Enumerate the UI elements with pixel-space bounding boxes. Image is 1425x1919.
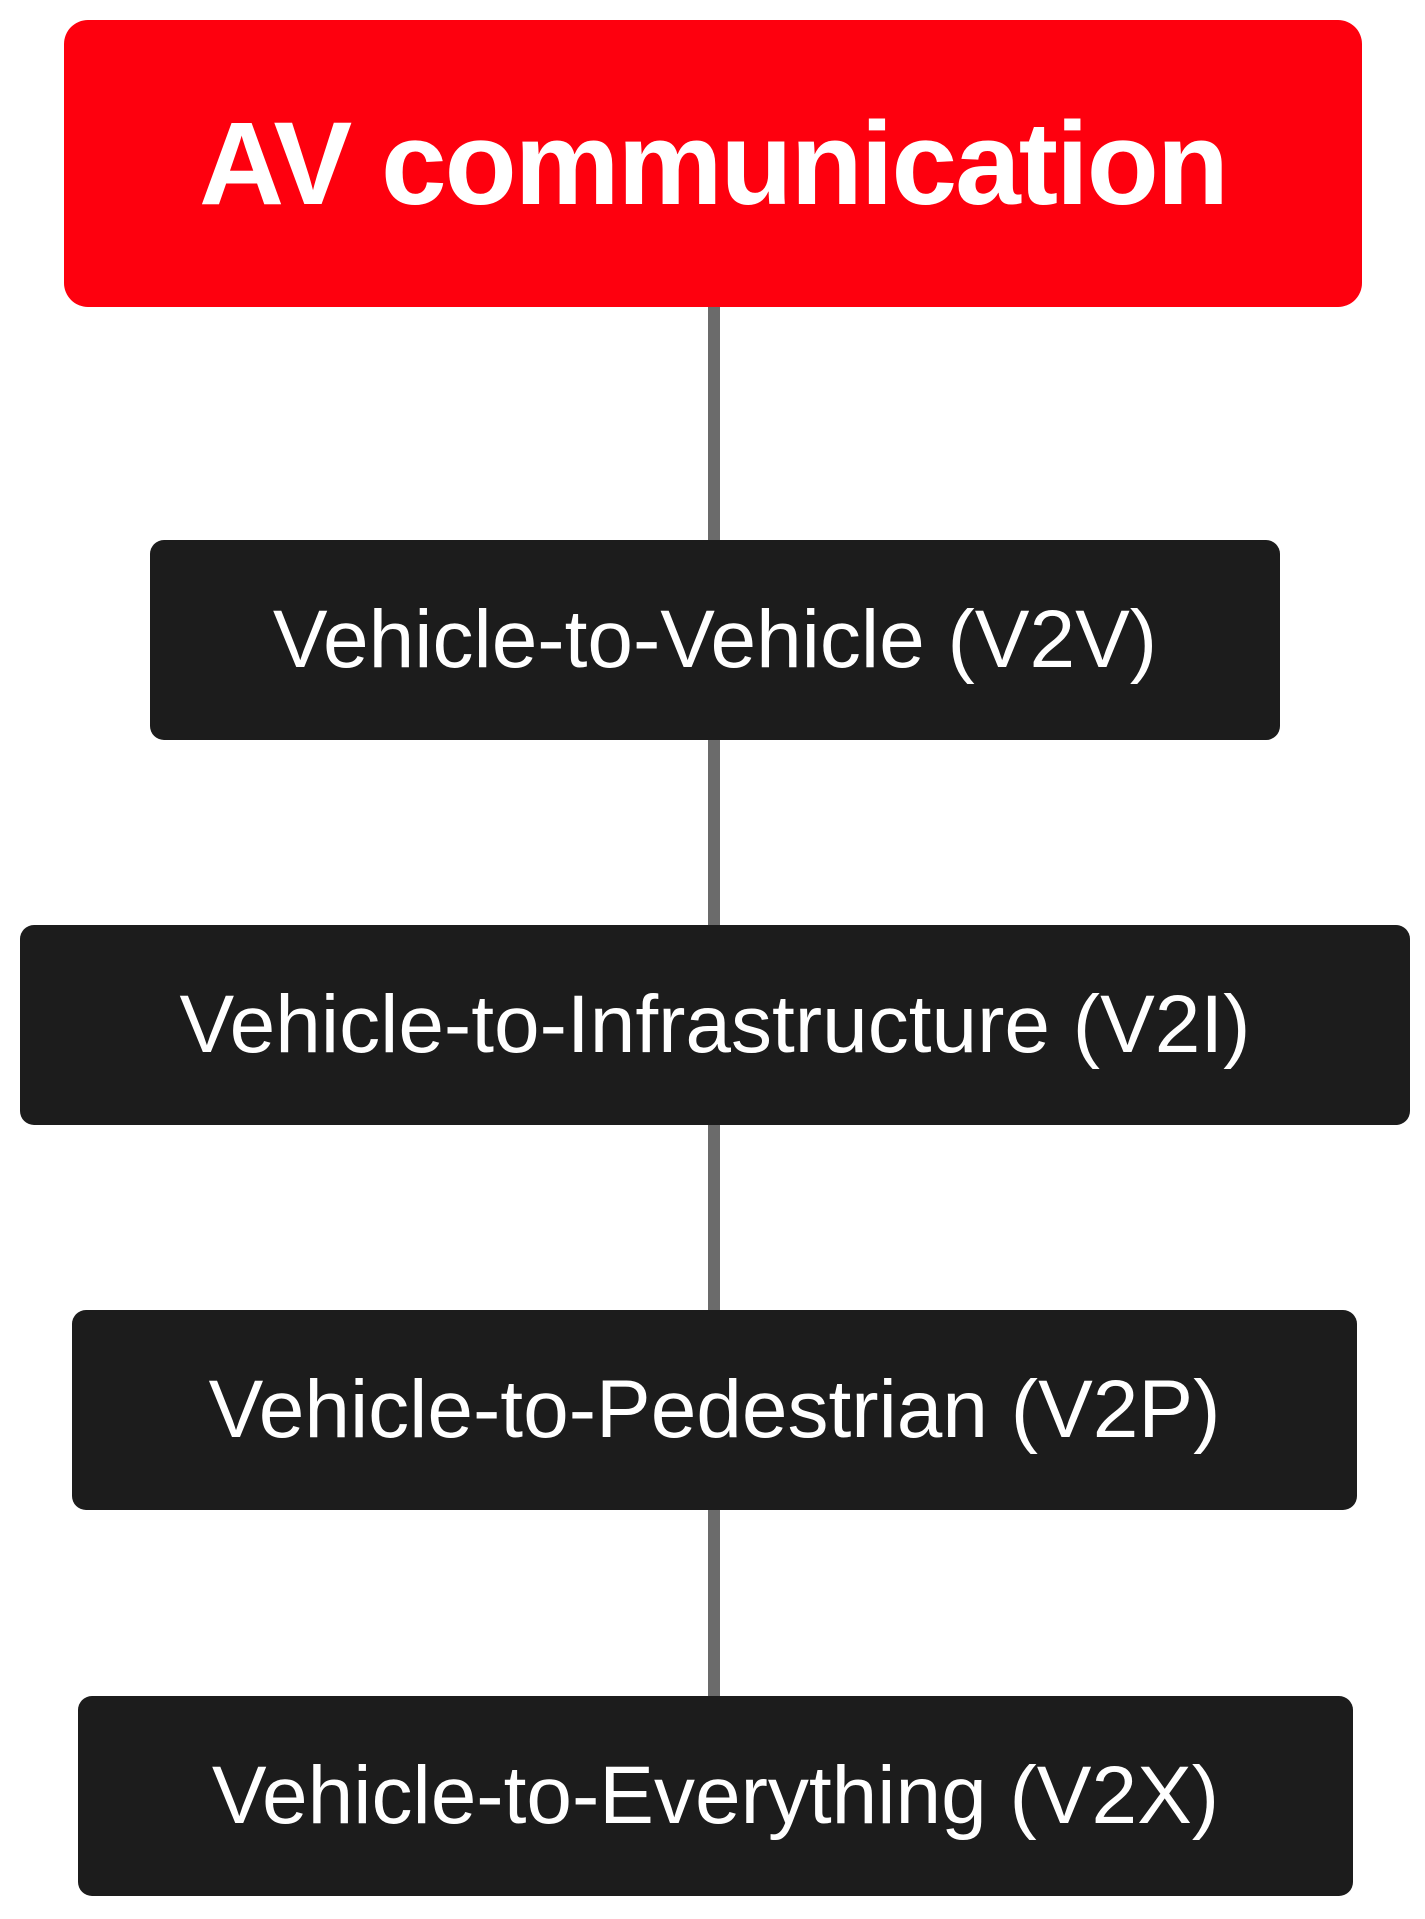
root-node: AV communication — [64, 20, 1362, 307]
node-v2x: Vehicle-to-Everything (V2X) — [78, 1696, 1353, 1896]
root-node-label: AV communication — [199, 97, 1229, 230]
connector-v2i-to-v2p — [708, 1120, 720, 1315]
node-v2v-label: Vehicle-to-Vehicle (V2V) — [272, 594, 1158, 685]
node-v2i: Vehicle-to-Infrastructure (V2I) — [20, 925, 1410, 1125]
node-v2p-label: Vehicle-to-Pedestrian (V2P) — [208, 1364, 1221, 1455]
node-v2v: Vehicle-to-Vehicle (V2V) — [150, 540, 1280, 740]
connector-v2p-to-v2x — [708, 1505, 720, 1705]
connector-v2v-to-v2i — [708, 735, 720, 930]
node-v2i-label: Vehicle-to-Infrastructure (V2I) — [179, 979, 1251, 1070]
connector-root-to-v2v — [708, 300, 720, 545]
node-v2x-label: Vehicle-to-Everything (V2X) — [211, 1750, 1220, 1841]
node-v2p: Vehicle-to-Pedestrian (V2P) — [72, 1310, 1357, 1510]
